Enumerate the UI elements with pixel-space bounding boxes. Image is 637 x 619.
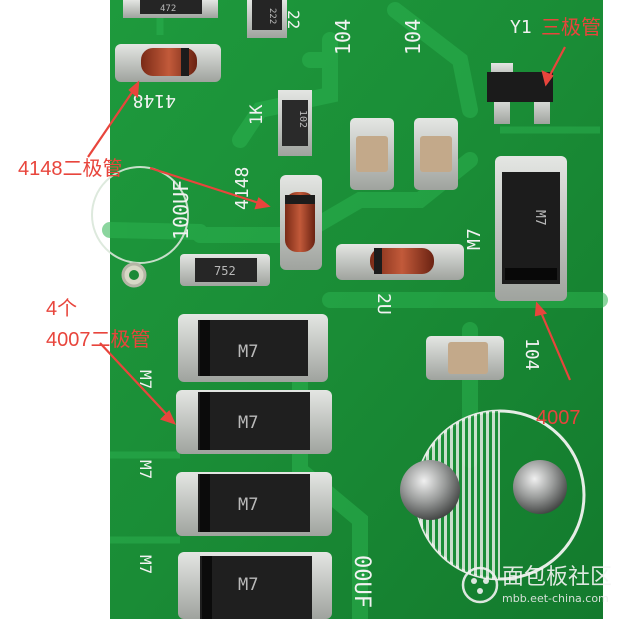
watermark-title: 面包板社区 bbox=[502, 565, 613, 590]
annotation-arrows bbox=[87, 46, 572, 425]
silk-capacitor-outline bbox=[91, 166, 189, 264]
silk-4148-mid: 4148 bbox=[232, 167, 253, 210]
silk-4148-rot: 4148 bbox=[133, 90, 176, 111]
silk-00uf-bottom: 00UF bbox=[349, 555, 374, 608]
svg-text:M7: M7 bbox=[532, 210, 547, 226]
silk-side-m7-a: M7 bbox=[136, 370, 155, 389]
annotation-4007-diode-group: 4007二极管 bbox=[46, 329, 151, 351]
svg-text:M7: M7 bbox=[238, 495, 258, 515]
svg-text:M7: M7 bbox=[238, 342, 258, 362]
silk-1k: 1K bbox=[247, 104, 267, 125]
resistor-102: 102 bbox=[278, 90, 312, 156]
diode-m7-4: M7 bbox=[178, 552, 332, 619]
silk-y1: Y1 bbox=[510, 17, 532, 38]
resistor-752: 752 bbox=[180, 254, 270, 286]
resistor-472: 472 bbox=[123, 0, 218, 18]
silk-104-a: 104 bbox=[331, 19, 355, 55]
zener-diode bbox=[336, 244, 464, 280]
svg-text:102: 102 bbox=[297, 110, 308, 128]
silk-100uf: 100UF bbox=[169, 180, 193, 240]
capacitor-104-a bbox=[350, 118, 394, 190]
annotation-4148-diode: 4148二极管 bbox=[18, 158, 123, 180]
silk-22: 22 bbox=[284, 10, 303, 29]
annotation-4007-diode: 4007 bbox=[536, 407, 581, 429]
transistor-y1 bbox=[487, 63, 553, 124]
annotation-four-count: 4个 bbox=[46, 298, 78, 320]
solder-joint-left bbox=[400, 460, 460, 520]
diode-m7-2: M7 bbox=[176, 390, 332, 454]
silk-side-m7-c: M7 bbox=[136, 555, 155, 574]
diode-m7-1: M7 bbox=[178, 314, 328, 382]
svg-text:472: 472 bbox=[160, 4, 176, 14]
capacitor-104-b bbox=[414, 118, 458, 190]
silk-m7-right: M7 bbox=[464, 228, 485, 250]
diode-m7-3: M7 bbox=[176, 472, 332, 536]
solder-joint-right bbox=[513, 460, 567, 514]
silk-104-b: 104 bbox=[401, 19, 425, 55]
svg-text:222: 222 bbox=[267, 8, 277, 24]
diode-4148-top bbox=[115, 44, 221, 82]
silk-104-lower: 104 bbox=[521, 338, 542, 371]
svg-text:M7: M7 bbox=[238, 575, 258, 595]
diode-4148-middle bbox=[280, 175, 322, 270]
silk-side-m7-b: M7 bbox=[136, 460, 155, 479]
capacitor-104-lower bbox=[426, 336, 504, 380]
diode-4007-right: M7 bbox=[495, 156, 567, 301]
silk-2u: 2U bbox=[373, 293, 394, 315]
svg-text:M7: M7 bbox=[238, 413, 258, 433]
watermark: 面包板社区 mbb.eet-china.com bbox=[456, 563, 636, 613]
svg-text:752: 752 bbox=[214, 264, 236, 278]
watermark-logo-icon bbox=[461, 566, 499, 604]
annotation-triode: 三极管 bbox=[541, 17, 601, 39]
resistor-222: 222 bbox=[247, 0, 287, 38]
watermark-url: mbb.eet-china.com bbox=[502, 592, 609, 605]
